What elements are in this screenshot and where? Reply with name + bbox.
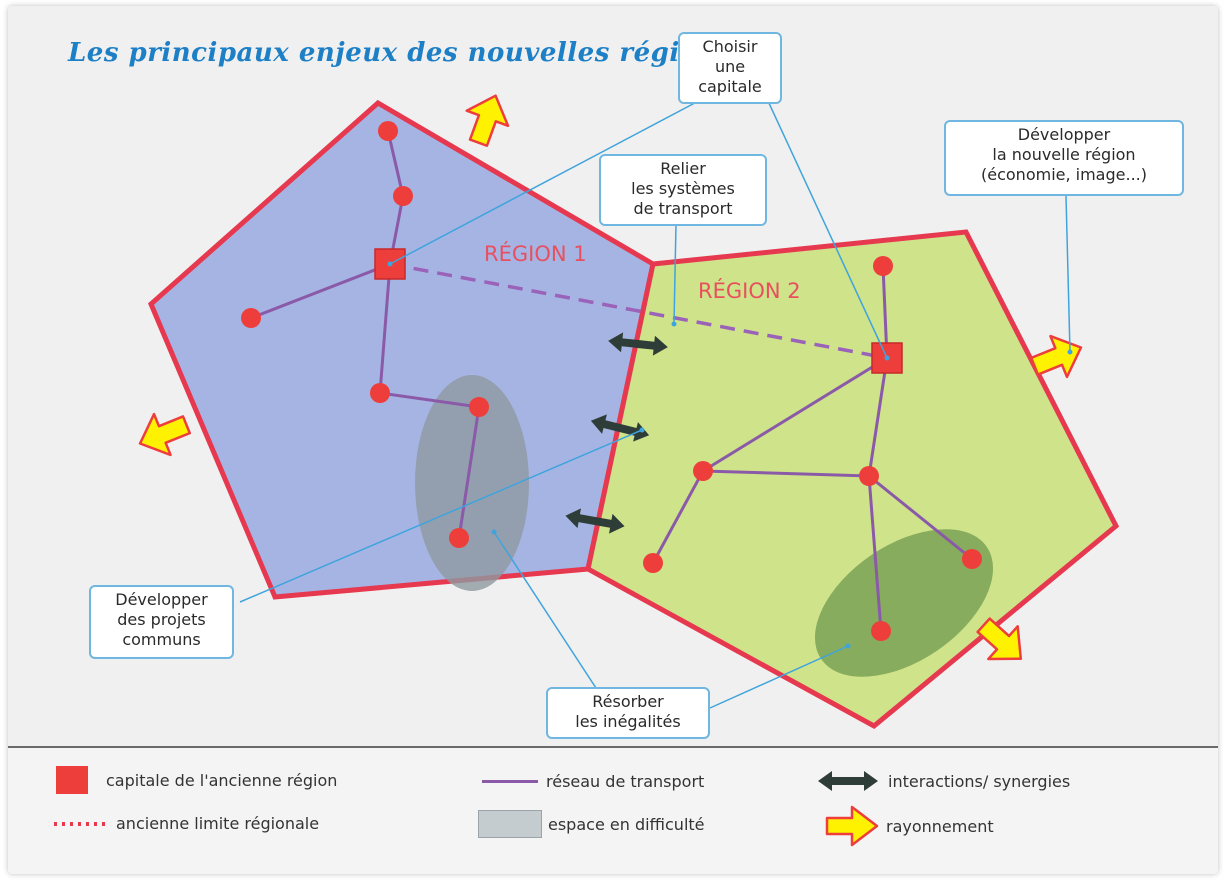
city [873,256,893,276]
difficulty-symbol [478,810,542,838]
callout-leader-ends [387,261,1073,649]
legend: capitale de l'ancienne région ancienne l… [8,746,1218,874]
double-arrow-icon [818,771,878,791]
city [469,397,489,417]
city [241,308,261,328]
city [962,549,982,569]
city [378,121,398,141]
callout-reduce-inequalities: Résorber les inégalités [546,687,710,739]
region-2-label: RÉGION 2 [698,278,801,303]
callout-line: communs [122,630,201,649]
city [693,461,713,481]
difficulty-zone-region-1 [415,375,529,591]
rayonnement-arrow [456,86,518,152]
legend-label: espace en difficulté [548,814,705,834]
callout-develop-region: Développer la nouvelle région (économie,… [944,120,1184,196]
callout-line: Choisir [702,37,758,56]
difficulty-zone-region-2 [814,529,994,677]
rayonnement-arrow-icon [825,805,879,847]
page-title: Les principaux enjeux des nouvelles régi… [68,38,733,68]
callout-link-transport: Relier les systèmes de transport [599,154,767,226]
city [393,186,413,206]
rayonnement-arrow [130,403,196,466]
legend-label: ancienne limite régionale [116,814,320,833]
callout-line: les inégalités [575,712,681,731]
capital-symbol [56,766,88,794]
city [370,383,390,403]
city [643,553,663,573]
legend-item-capital: capitale de l'ancienne région [56,766,337,794]
callout-line: Résorber [592,692,664,711]
callout-choose-capital: Choisir une capitale [678,32,782,104]
callout-line: capitale [698,77,762,96]
network-line-symbol [482,780,538,783]
map-page: RÉGION 1 RÉGION 2 Les principaux enjeux … [8,6,1218,874]
legend-label: réseau de transport [546,772,705,791]
city [449,528,469,548]
city [871,621,891,641]
legend-label: rayonnement [886,816,994,836]
callout-line: les systèmes [631,179,735,198]
dotted-line-symbol [54,821,106,826]
callout-line: (économie, image...) [981,165,1147,184]
callout-line: Développer [115,590,208,609]
legend-item-difficulty: espace en difficulté [478,810,705,838]
callout-common-projects: Développer des projets communs [89,585,234,659]
capitals-link [389,262,888,360]
callout-line: Relier [660,159,706,178]
callout-leaders [239,95,1071,709]
callout-line: des projets [117,610,206,629]
legend-label: capitale de l'ancienne région [106,770,338,790]
region-1-label: RÉGION 1 [484,241,587,266]
callout-line: de transport [633,199,733,218]
legend-label: interactions/ synergies [888,771,1071,791]
legend-item-transport: réseau de transport [482,772,704,791]
cities [241,121,982,641]
callout-line: la nouvelle région [992,145,1136,164]
legend-item-rayonnement: rayonnement [824,804,994,848]
callout-line: une [714,57,746,76]
legend-item-old-boundary: ancienne limite régionale [52,814,319,833]
city [859,466,879,486]
region-map: RÉGION 1 RÉGION 2 [130,86,1120,730]
legend-item-synergies: interactions/ synergies [816,770,1070,792]
callout-line: Développer [1017,125,1111,144]
